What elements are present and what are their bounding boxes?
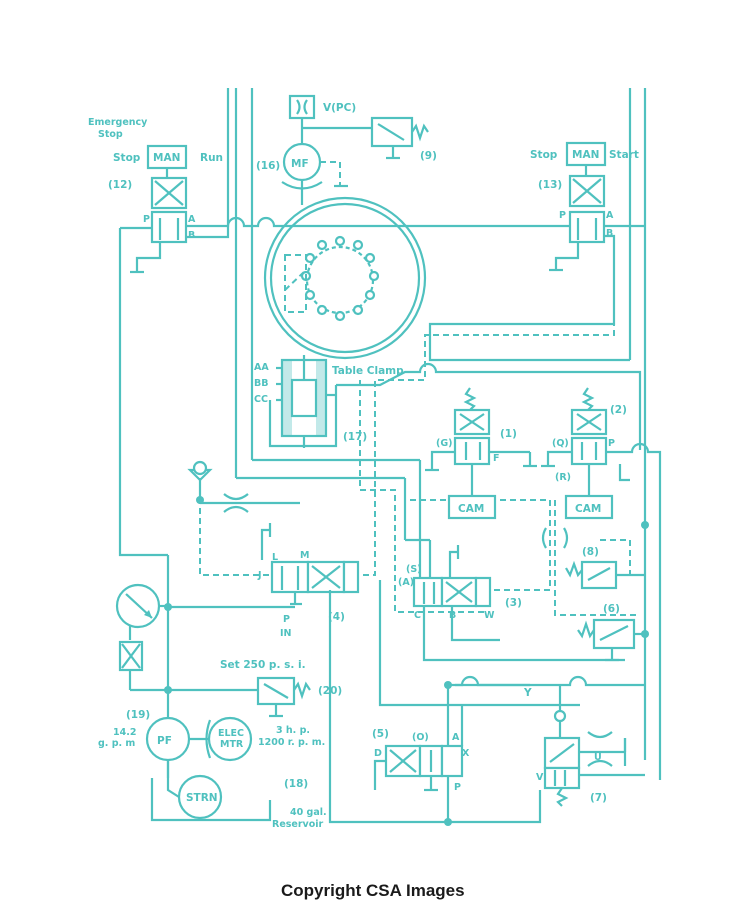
valve2-q-label: (Q) [552,438,569,449]
valve-3: (S) (A) C B W (3) [398,545,625,662]
valve3-s-label: (S) [406,564,422,575]
valve4-j-label: J [257,570,262,581]
valve2-id: (2) [610,404,627,416]
valve13-man-label: MAN [572,149,599,161]
valve12-b-label: B [188,230,195,241]
valve12-a-label: A [188,214,196,225]
copyright-text: Copyright CSA Images [281,881,465,900]
pump-label: PF [157,735,172,747]
filter [118,640,144,672]
valve-4: L M J K P IN (4) [257,523,360,639]
valve12-run-label: Run [200,152,223,164]
strainer-label: STRN [186,792,218,804]
orifice-mid [541,527,569,549]
valve9-id: (9) [420,150,437,162]
table-clamp: AA BB CC Table Clamp (17) [254,355,642,450]
vpc-label: V(PC) [323,102,356,114]
valve3-a-label: (A) [398,577,414,588]
valve5-p-label: P [454,782,461,793]
valve4-p-label: P [283,614,290,625]
valve12-stop-label: Stop [113,152,141,164]
valve8-id: (8) [582,546,599,558]
valve7-y-label: Y [523,687,532,699]
valve7-v-label: V [536,772,544,783]
valve1-g-label: (G) [436,438,452,449]
line17-id: (17) [343,431,367,443]
check-valve [187,460,300,513]
table-bolts [300,235,380,322]
relief-20: Set 250 p. s. i. (20) [220,659,342,718]
valve5-a-label: A [452,732,460,743]
valve5-id: (5) [372,728,389,740]
valve13-a-label: A [606,210,614,221]
valve3-id: (3) [505,597,522,609]
valve4-l-label: L [272,552,278,563]
relief20-set-label: Set 250 p. s. i. [220,659,306,671]
motor16-label: MF [291,158,309,170]
main-lines [234,88,647,580]
index-table [263,196,427,360]
valve-12: MAN Stop Run (12) P A B [108,88,230,274]
valve-2: (Q) (2) P (R) CAM [541,387,662,780]
port-aa: AA [254,362,269,373]
valve12-p-label: P [143,214,150,225]
valve6-id: (6) [603,603,620,615]
valve2-cam-label: CAM [575,503,601,515]
supply-line [118,216,570,778]
valve13-p-label: P [559,210,566,221]
valve4-id: (4) [328,611,345,623]
valve7-id: (7) [590,792,607,804]
valve-7: Y V (7) U [455,675,645,807]
reservoir-id: (18) [284,778,308,790]
pump-id: (19) [126,709,150,721]
valve3-w-label: W [484,610,495,621]
valve1-id: (1) [500,428,517,440]
valve-6: (6) [577,603,649,662]
gauge [115,583,168,629]
valve13-b-label: B [606,228,613,239]
valve7-u-label: U [594,752,602,763]
valve2-r-label: (R) [555,472,571,483]
reservoir-label: 40 gal.Reservoir [272,807,327,830]
valve3-c-label: C [414,610,421,621]
port-cc: CC [254,394,268,405]
valve13-start-label: Start [609,149,639,161]
valve-5: (5) (O) A D X P [328,580,580,826]
port-bb: BB [254,378,268,389]
valve-8: (8) [565,450,649,760]
valve4-in-label: IN [280,628,292,639]
valve1-f-label: F [493,453,500,464]
valve5-o-label: (O) [412,732,429,743]
valve12-id: (12) [108,179,132,191]
motor-16: V(PC) (9) MF (16) [256,94,437,205]
valve5-x-label: X [462,748,470,759]
valve13-id: (13) [538,179,562,191]
valve12-man-label: MAN [153,152,180,164]
elec-motor-spec: 3 h. p.1200 r. p. m. [258,725,325,748]
motor16-id: (16) [256,160,280,172]
valve2-p-label: P [608,438,615,449]
valve-1: (G) (1) F CAM [425,387,537,520]
valve4-m-label: M [300,550,309,561]
table-clamp-label: Table Clamp [332,365,404,377]
valve5-d-label: D [374,748,382,759]
valve-13: MAN Stop Start (13) P A B [428,141,645,362]
valve1-cam-label: CAM [458,503,484,515]
valve13-stop-label: Stop [530,149,558,161]
